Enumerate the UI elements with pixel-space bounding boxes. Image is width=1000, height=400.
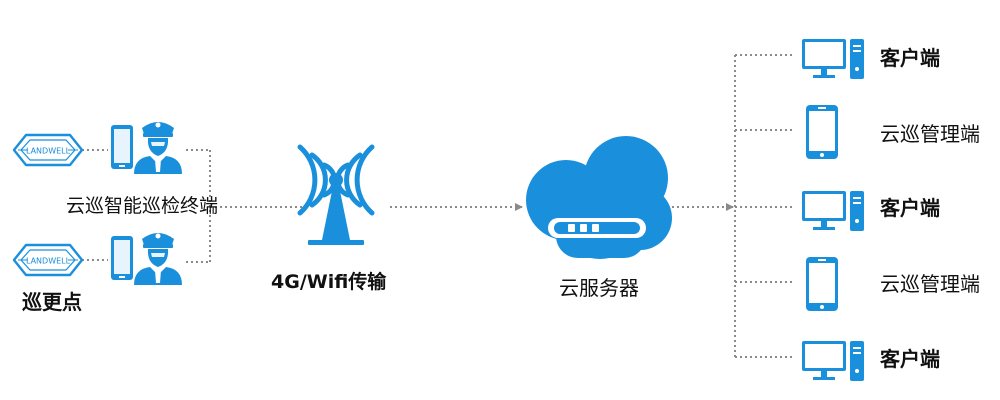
landwell-tag-icon: LANDWELL — [12, 243, 84, 277]
smartphone-icon — [806, 257, 838, 311]
endpoint-label: 云巡管理端 — [880, 272, 980, 296]
endpoint-label: 客户端 — [880, 347, 940, 371]
desktop-computer-icon — [802, 341, 864, 381]
network-label: 4G/Wifi传输 — [271, 271, 387, 293]
tag-text: LANDWELL — [26, 257, 71, 266]
desktop-computer-icon — [802, 191, 864, 231]
endpoint-label: 云巡管理端 — [880, 122, 980, 146]
landwell-tag-icon: LANDWELL — [12, 133, 84, 167]
smartphone-icon — [806, 105, 838, 159]
cloud-server-icon — [526, 136, 672, 259]
tag-text: LANDWELL — [26, 147, 71, 156]
handheld-terminal-icon — [111, 125, 133, 169]
security-guard-icon — [134, 122, 182, 174]
endpoint-label: 客户端 — [880, 196, 940, 220]
connector-lines — [82, 54, 795, 358]
cloud-server-label: 云服务器 — [559, 276, 639, 300]
terminal-label: 云巡智能巡检终端 — [66, 195, 219, 217]
signal-tower-icon — [297, 144, 375, 245]
checkpoint-label: 巡更点 — [22, 290, 82, 314]
desktop-computer-icon — [802, 39, 864, 79]
endpoint-label: 客户端 — [880, 46, 940, 70]
security-guard-icon — [134, 233, 182, 285]
handheld-terminal-icon — [111, 236, 133, 280]
